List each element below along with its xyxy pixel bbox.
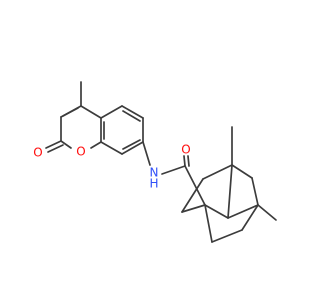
- bond: [227, 204, 259, 219]
- amide-hydrogen-label: H: [149, 177, 158, 191]
- amide-oxygen-label: O: [181, 143, 190, 157]
- bond: [231, 164, 253, 179]
- bond: [100, 105, 123, 119]
- bond: [204, 204, 229, 219]
- bond: [161, 165, 186, 175]
- bond: [181, 178, 204, 213]
- bond: [121, 105, 144, 119]
- bond: [251, 177, 259, 206]
- bond: [47, 144, 64, 153]
- bond: [257, 204, 277, 221]
- bond: [204, 204, 213, 243]
- bond: [227, 164, 233, 219]
- ring-oxygen-label: O: [76, 145, 85, 159]
- bond: [90, 141, 102, 149]
- molecule-diagram: O O O N H: [33, 81, 277, 243]
- bond: [60, 140, 72, 149]
- bond: [184, 165, 206, 206]
- lactone-oxygen-label: O: [33, 146, 42, 160]
- bond: [181, 204, 206, 213]
- bond: [122, 110, 141, 122]
- bond: [100, 141, 123, 155]
- structure-svg: O O O N H: [33, 81, 277, 243]
- bond: [202, 164, 233, 180]
- bond: [80, 105, 102, 119]
- bond: [121, 141, 144, 155]
- bond: [241, 204, 259, 231]
- bond: [187, 155, 190, 167]
- bond: [183, 155, 186, 167]
- bonds: [45, 81, 277, 243]
- bond: [122, 139, 141, 150]
- bond: [62, 107, 79, 117]
- amide-nitrogen-label: N: [150, 166, 159, 180]
- bond: [142, 141, 151, 166]
- atom-labels: O O O N H: [33, 143, 190, 191]
- bond: [45, 140, 62, 149]
- bond: [211, 229, 243, 243]
